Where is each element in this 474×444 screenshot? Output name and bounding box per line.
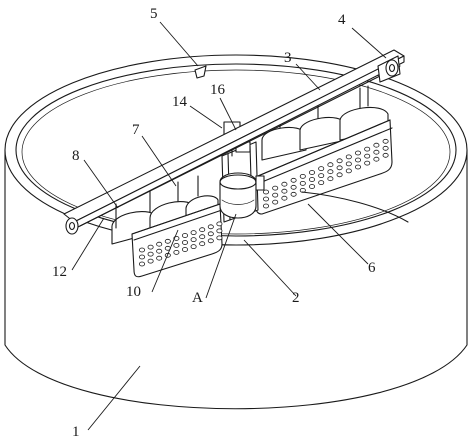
perforation-hole [299, 173, 306, 179]
label-14: 14 [172, 94, 188, 110]
perforation-hole [156, 241, 163, 247]
perforation-hole [290, 177, 297, 183]
label-2: 2 [292, 290, 300, 306]
perforation-hole [272, 185, 279, 191]
perforation-hole [354, 164, 361, 170]
right-wheel-carriage [377, 55, 401, 83]
perforation-hole [373, 149, 380, 155]
perforation-hole [382, 138, 389, 144]
perforation-hole [336, 172, 343, 178]
perforation-hole [138, 247, 145, 253]
label-7: 7 [132, 122, 140, 138]
perforation-hole [327, 169, 334, 175]
perforation-hole [336, 158, 343, 164]
perforation-hole [345, 168, 352, 174]
perforation-hole [181, 233, 188, 238]
perforation-hole [199, 241, 206, 247]
leader-lines [71, 21, 387, 431]
perforation-hole [216, 235, 223, 241]
perforation-hole [207, 238, 214, 244]
perforation-hole [199, 227, 206, 233]
perforation-hole [207, 224, 214, 230]
central-drive-unit [219, 121, 265, 223]
perforation-hole [290, 184, 297, 190]
perforation-hole [262, 203, 269, 209]
perforation-hole [190, 237, 197, 243]
perforation-hole [373, 156, 380, 162]
perforation-hole [190, 244, 197, 250]
water-surface-curve [301, 191, 409, 223]
perforation-hole [164, 238, 171, 244]
perforation-hole [382, 145, 389, 151]
perforation-hole [216, 221, 223, 227]
perforation-hole [147, 244, 154, 250]
perforation-hole [290, 191, 297, 197]
perforation-hole [336, 165, 343, 171]
label-6: 6 [368, 260, 376, 276]
perforation-hole [190, 230, 197, 236]
perforation-hole [173, 249, 180, 255]
perforation-hole [318, 166, 325, 172]
perforation-hole [272, 192, 279, 198]
perforation-hole [308, 170, 315, 175]
perforation-hole [308, 184, 315, 189]
callout-labels: 5 4 3 16 14 7 8 12 10 A 2 6 1 [52, 6, 376, 440]
perforation-hole [216, 228, 223, 234]
perforation-hole [156, 248, 163, 254]
label-A: A [192, 290, 203, 306]
tank-rim-inner [15, 63, 457, 237]
label-10: 10 [126, 284, 141, 300]
perforation-hole [364, 146, 371, 152]
perforation-hole [373, 142, 380, 148]
left-wheel [65, 217, 79, 235]
perforation-hole [308, 177, 315, 182]
perforation-hole [318, 173, 325, 179]
motor-drum [219, 172, 257, 219]
bridge-beam [63, 49, 405, 235]
label-1: 1 [72, 424, 80, 440]
perforation-hole [281, 195, 288, 201]
perforation-hole [272, 199, 279, 205]
perforation-hole [262, 189, 269, 195]
perforation-hole [173, 242, 180, 248]
label-12: 12 [52, 264, 67, 280]
rail-track [21, 69, 451, 235]
perforation-hole [281, 188, 288, 194]
right-basket-row [255, 85, 393, 215]
perforation-hole [299, 180, 306, 186]
perforation-hole [181, 247, 188, 252]
perforation-hole [138, 254, 145, 260]
perforation-hole [281, 181, 288, 187]
perforation-hole [207, 231, 214, 237]
perforation-hole [156, 255, 163, 261]
perforation-hole [382, 152, 389, 158]
perforation-hole [262, 196, 269, 202]
part-5-clip [194, 65, 207, 79]
perforation-hole [181, 240, 188, 245]
perforation-hole [354, 157, 361, 163]
perforation-hole [318, 180, 325, 186]
perforation-hole [147, 251, 154, 257]
label-8: 8 [72, 148, 80, 164]
perforation-hole [345, 161, 352, 167]
perforation-hole [138, 261, 145, 267]
perforation-hole [364, 153, 371, 159]
label-3: 3 [284, 50, 292, 66]
perforation-hole [327, 176, 334, 182]
perforation-hole [364, 160, 371, 166]
perforation-hole [354, 150, 361, 156]
perforation-hole [327, 162, 334, 168]
label-5: 5 [150, 6, 158, 22]
perforation-hole [345, 154, 352, 160]
perforation-hole [147, 258, 154, 264]
perforation-hole [199, 234, 206, 240]
label-4: 4 [338, 12, 346, 28]
label-16: 16 [210, 82, 226, 98]
